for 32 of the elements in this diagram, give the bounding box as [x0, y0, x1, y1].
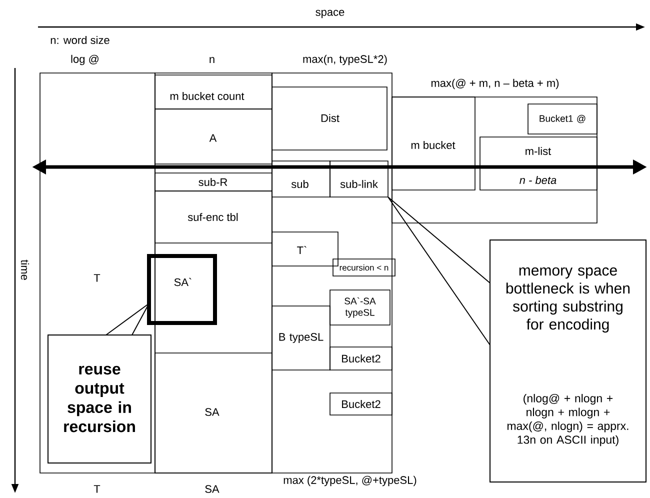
memory-block: m bucket [392, 96, 476, 190]
column-heading: n [210, 57, 214, 63]
callout-pointer [388, 196, 490, 346]
column-heading: max(n, typeSL*2) [303, 54, 387, 66]
callout-pointer [106, 303, 150, 336]
memory-block: B typeSL [272, 306, 330, 370]
memory-block: sub [272, 160, 330, 198]
memory-block: SA [154, 352, 272, 474]
memory-block: T` [272, 232, 338, 266]
column-footer: SA [205, 485, 220, 493]
memory-block: Bucket1 @ [528, 104, 598, 134]
column-footer: T [94, 485, 100, 493]
memory-block: Dist [272, 86, 388, 150]
memory-block: sub-R [154, 172, 272, 192]
memory-block: sub-link [330, 160, 388, 198]
memory-block: Bucket2 [330, 392, 392, 416]
memory-block: SA` [147, 254, 217, 325]
memory-block: A [154, 108, 272, 164]
column-footer: max (2*typeSL, @+typeSL) [284, 476, 416, 486]
memory-block: SA`-SA typeSL [330, 290, 390, 326]
region-heading: max(@ + m, n – beta + m) [431, 78, 559, 90]
memory-block: m bucket count [154, 74, 272, 110]
column-heading: log @ [71, 54, 98, 66]
axis-label: time [20, 260, 30, 280]
memory-block: recursion < n [332, 258, 396, 276]
memory-block: m-list n - beta [480, 136, 598, 190]
callout-box: reuse output space in recursion [48, 334, 152, 464]
axis-label: space [316, 10, 344, 18]
callout-box: memory space bottleneck is when sorting substring for encoding (nlog@ + nlogn + nlogn + mlogn + max(@, nlogn) = apprx. 13n on ASCII input) [490, 240, 646, 482]
axis-label: n: word size [50, 36, 110, 44]
memory-block: Bucket2 [330, 346, 392, 370]
memory-block: suf-enc tbl [154, 190, 272, 244]
